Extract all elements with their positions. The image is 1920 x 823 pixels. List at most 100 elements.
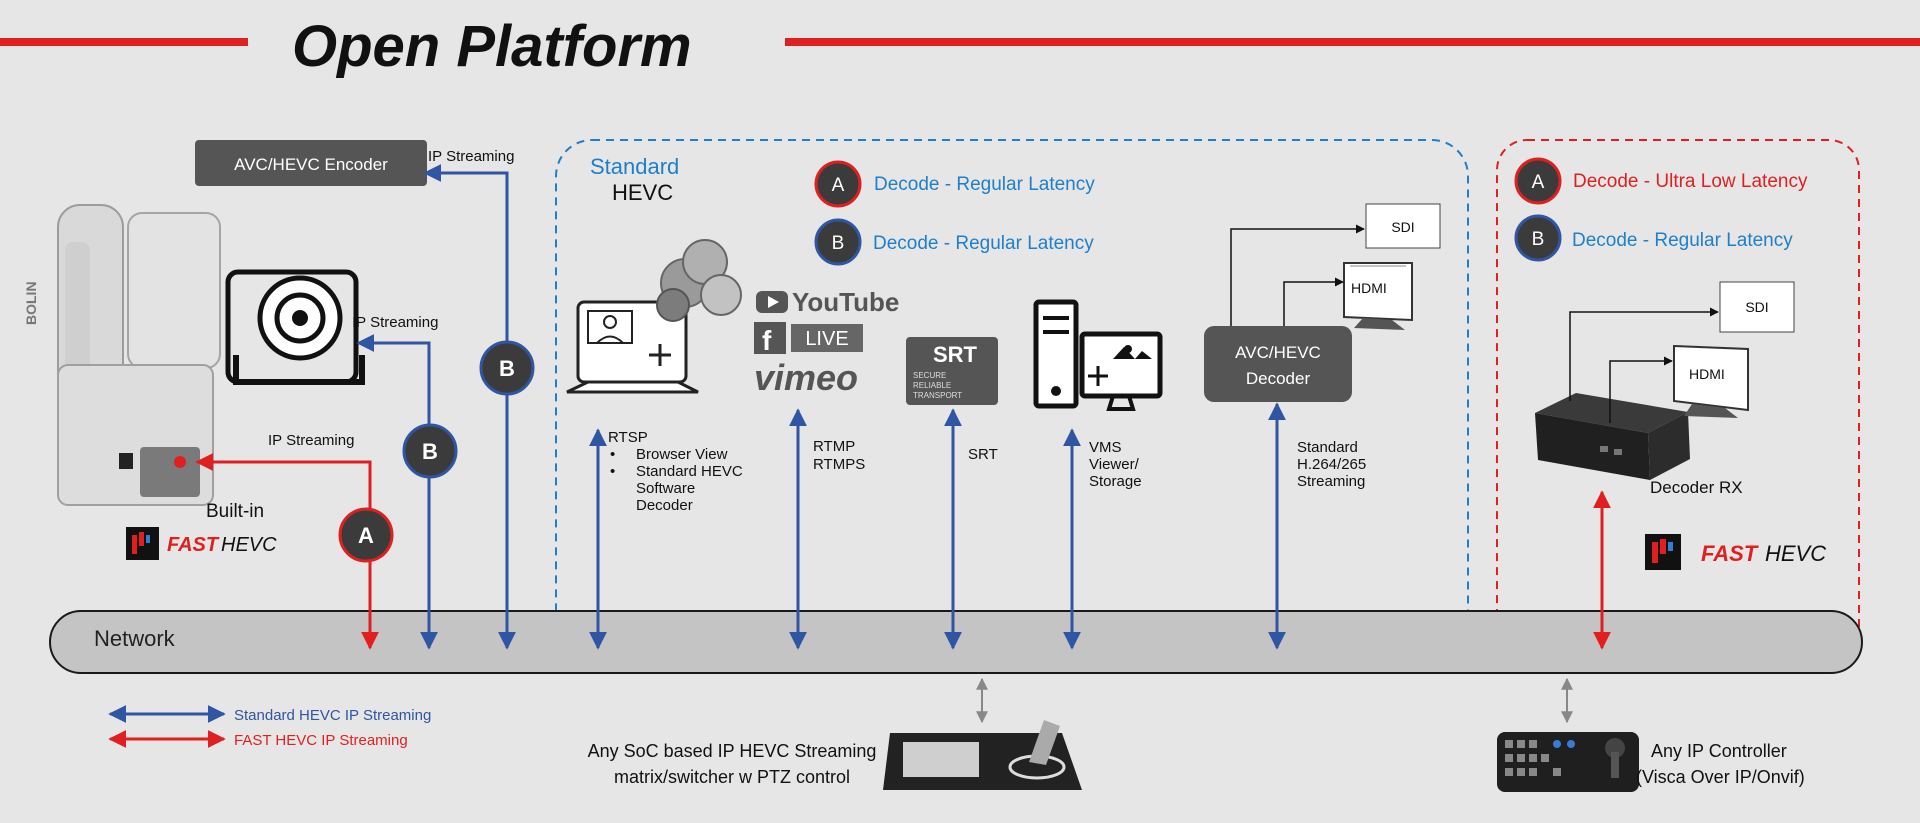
svg-text:B: B: [422, 439, 438, 464]
std-hdmi-label: HDMI: [1351, 280, 1387, 296]
srt-label: SRT: [968, 446, 998, 463]
decoder-box: [1204, 326, 1352, 402]
svg-text:f: f: [762, 325, 772, 356]
fast-hdmi-monitor: [1673, 344, 1749, 418]
hevc-label-left: HEVC: [221, 534, 277, 556]
browser-logos-icon: [656, 239, 742, 322]
standard-title: Standard: [590, 154, 679, 179]
vimeo-logo: vimeo: [754, 357, 858, 398]
svg-text:SECURE: SECURE: [913, 371, 946, 380]
fast-label-left: FAST: [167, 534, 220, 556]
badge-b-ptz: B: [402, 423, 458, 479]
fast-sdi-line: [1569, 307, 1719, 401]
std-legend-b-text: Decode - Regular Latency: [873, 233, 1094, 254]
legend-fast-text: FAST HEVC IP Streaming: [234, 732, 408, 749]
decoder-line1: AVC/HEVC: [1235, 343, 1321, 362]
ip-controller-icon: [1497, 732, 1639, 792]
builtin-ip-streaming: IP Streaming: [268, 432, 354, 449]
builtin-label: Built-in: [206, 501, 264, 522]
std-sw-line3: Decoder: [636, 497, 693, 514]
svg-text:A: A: [358, 523, 374, 548]
encoder-box: [195, 140, 427, 186]
fast-hevc-logo-right: [1645, 534, 1681, 570]
fast-hevc-region: [1496, 139, 1860, 661]
rtmps-label: RTMPS: [813, 456, 865, 473]
vms-label-2: Viewer/: [1089, 456, 1140, 473]
legend-standard-text: Standard HEVC IP Streaming: [234, 707, 431, 724]
controller-label-2: (Visca Over IP/Onvif): [1636, 767, 1805, 787]
youtube-logo: YouTube: [756, 287, 899, 317]
fast-legend-a-text: Decode - Ultra Low Latency: [1573, 171, 1808, 192]
std-sdi-label: SDI: [1391, 219, 1414, 235]
std-stream-3: Streaming: [1297, 473, 1365, 490]
fast-legend-a: A: [1514, 157, 1562, 205]
ptz-ip-streaming: IP Streaming: [352, 314, 438, 331]
encoder-ip-streaming: IP Streaming: [428, 148, 514, 165]
laptop-browser-icon: [566, 300, 699, 394]
std-sdi-box: [1365, 203, 1441, 249]
fast-hdmi-label: HDMI: [1689, 366, 1725, 382]
fast-sdi-box: [1719, 281, 1795, 333]
srt-logo: SRT SECURE RELIABLE TRANSPORT: [906, 337, 998, 405]
soc-label-2: matrix/switcher w PTZ control: [614, 767, 850, 787]
svg-text:YouTube: YouTube: [792, 287, 899, 317]
rtsp-label: RTSP: [608, 429, 648, 446]
fast-label-right: FAST: [1701, 541, 1759, 566]
camera-brand: BOLIN: [23, 281, 39, 325]
vms-server-icon: [1033, 299, 1079, 409]
std-legend-a: A: [814, 160, 862, 208]
standard-hevc: HEVC: [612, 180, 673, 205]
decoder-rx-device: [1535, 393, 1690, 480]
hevc-label-right: HEVC: [1765, 541, 1826, 566]
std-hdmi-line: [1283, 277, 1344, 326]
browser-view-bullet: •: [610, 446, 615, 463]
title-rule-right: [785, 38, 1920, 46]
fast-legend-b-text: Decode - Regular Latency: [1572, 230, 1793, 251]
soc-label-1: Any SoC based IP HEVC Streaming: [588, 741, 877, 761]
svg-text:A: A: [832, 175, 845, 196]
network-bar: [49, 610, 1863, 674]
decoder-line2: Decoder: [1246, 369, 1311, 388]
std-stream-1: Standard: [1297, 439, 1358, 456]
fast-sdi-label: SDI: [1745, 299, 1768, 315]
vms-label-3: Storage: [1089, 473, 1142, 490]
svg-text:RELIABLE: RELIABLE: [913, 381, 951, 390]
svg-text:LIVE: LIVE: [805, 328, 848, 350]
std-legend-a-text: Decode - Regular Latency: [874, 174, 1095, 195]
ptz-camera-icon: [225, 269, 365, 385]
builtin-camera-image: BOLIN: [23, 204, 221, 506]
std-legend-b: B: [814, 218, 862, 266]
svg-text:B: B: [499, 356, 515, 381]
std-sw-bullet: •: [610, 463, 615, 480]
builtin-fast-stream-line: [195, 453, 379, 650]
svg-text:B: B: [832, 233, 845, 254]
vms-monitor-icon: [1079, 331, 1163, 411]
std-sdi-line: [1230, 224, 1365, 326]
svg-text:B: B: [1532, 229, 1545, 250]
ptz-stream-line: [356, 334, 438, 650]
std-hdmi-monitor: [1343, 262, 1413, 330]
encoder-label: AVC/HEVC Encoder: [234, 155, 388, 174]
controller-label-1: Any IP Controller: [1651, 741, 1787, 761]
encoder-stream-line: [423, 164, 516, 650]
page-title: Open Platform: [292, 14, 692, 79]
network-label: Network: [94, 626, 176, 651]
std-stream-2: H.264/265: [1297, 456, 1366, 473]
svg-text:A: A: [1532, 172, 1545, 193]
soc-switcher-icon: [883, 720, 1082, 790]
rtmp-label: RTMP: [813, 438, 855, 455]
vms-label-1: VMS: [1089, 439, 1122, 456]
fast-legend-b: B: [1514, 214, 1562, 262]
fast-hdmi-line: [1609, 356, 1673, 423]
svg-text:SRT: SRT: [933, 342, 978, 367]
facebook-live-logo: f LIVE: [754, 322, 863, 356]
decoder-rx-label: Decoder RX: [1650, 478, 1743, 497]
std-sw-line2: Software: [636, 480, 695, 497]
title-rule-left: [0, 38, 248, 46]
fast-hevc-logo-left: [126, 527, 159, 560]
svg-text:TRANSPORT: TRANSPORT: [913, 391, 962, 400]
std-sw-line1: Standard HEVC: [636, 463, 743, 480]
badge-a-builtin: A: [338, 507, 394, 563]
browser-view-label: Browser View: [636, 446, 728, 463]
